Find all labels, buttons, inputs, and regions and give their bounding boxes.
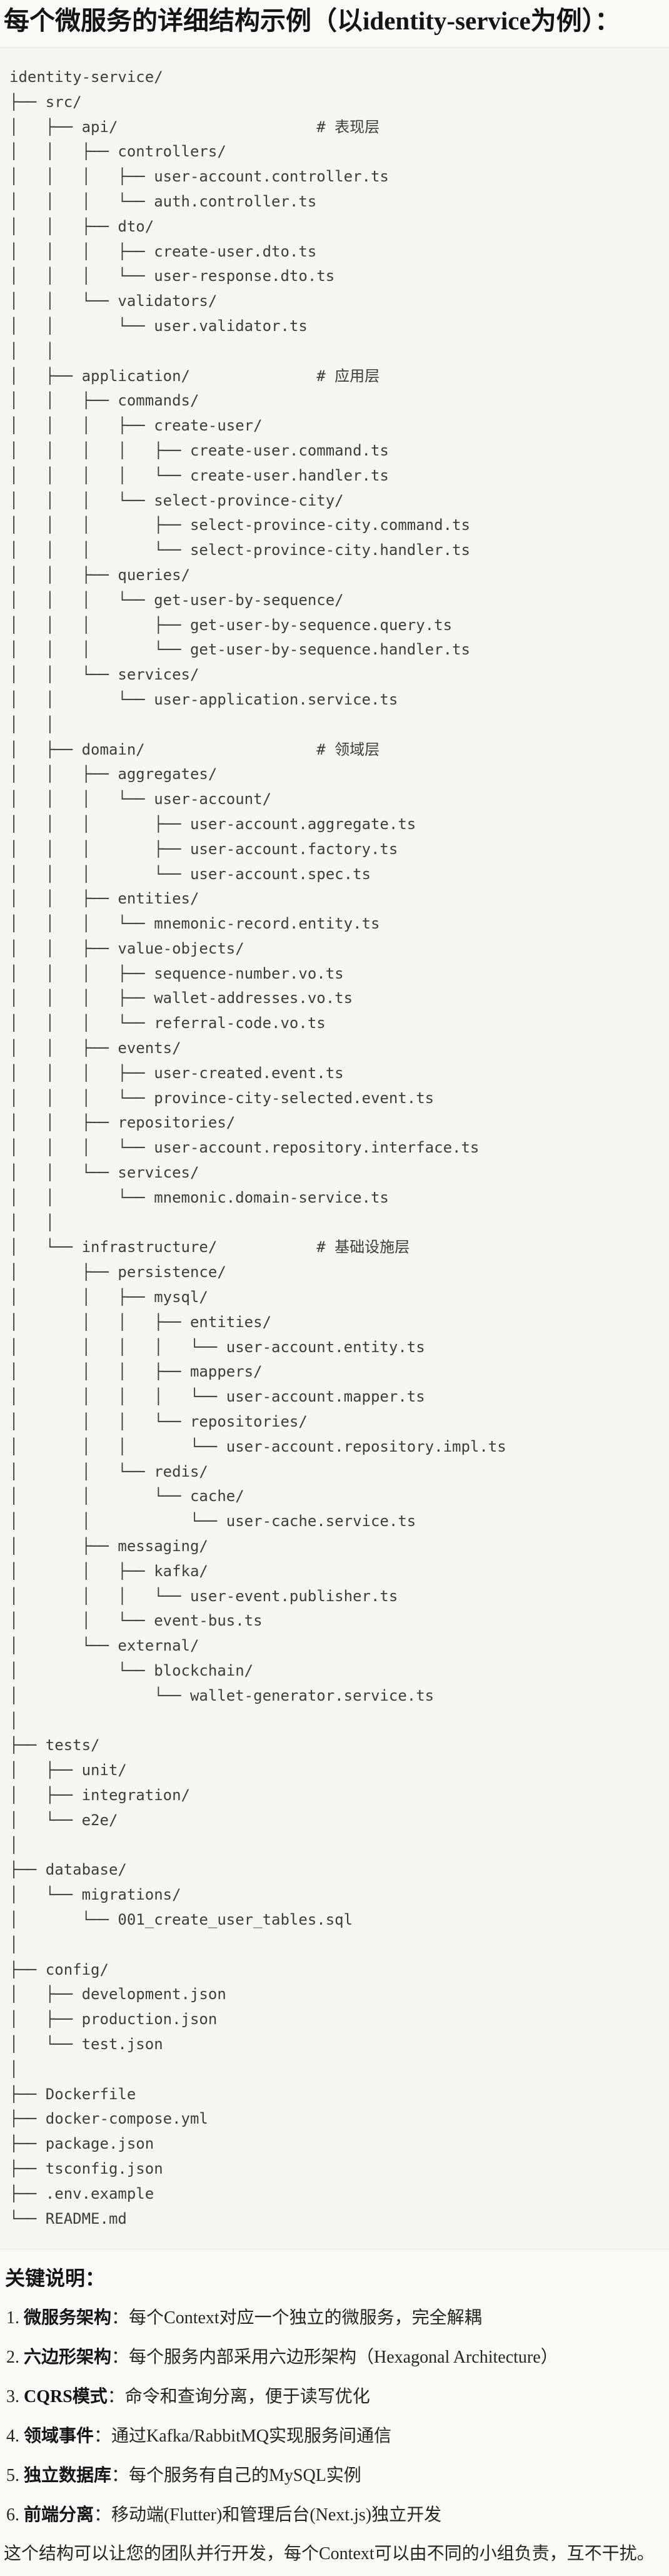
note-item-term: 前端分离 — [24, 2505, 94, 2525]
note-item-number: 2. — [6, 2348, 24, 2368]
note-item-number: 1. — [6, 2308, 24, 2328]
note-item-desc: ：每个服务内部采用六边形架构（Hexagonal Architecture） — [111, 2348, 558, 2368]
note-item-desc: ：通过Kafka/RabbitMQ实现服务间通信 — [94, 2426, 391, 2446]
note-item-5: 5. 独立数据库：每个服务有自己的MySQL实例 — [6, 2464, 664, 2488]
directory-tree: identity-service/ ├── src/ │ ├── api/ # … — [9, 68, 506, 2227]
notes-heading: 关键说明： — [5, 2267, 106, 2290]
note-item-3: 3. CQRS模式：命令和查询分离，便于读写优化 — [6, 2385, 664, 2409]
note-item-term: 独立数据库 — [24, 2466, 112, 2486]
note-item-number: 6. — [6, 2505, 24, 2525]
note-item-desc: ：命令和查询分离，便于读写优化 — [107, 2387, 370, 2407]
note-item-2: 2. 六边形架构：每个服务内部采用六边形架构（Hexagonal Archite… — [6, 2346, 664, 2370]
note-item-term: 微服务架构 — [24, 2308, 112, 2328]
note-item-number: 4. — [6, 2426, 24, 2446]
note-item-number: 3. — [6, 2387, 24, 2407]
note-item-desc: ：每个Context对应一个独立的微服务，完全解耦 — [111, 2308, 482, 2328]
page-title: 每个微服务的详细结构示例（以identity-service为例）： — [4, 6, 621, 35]
code-block: identity-service/ ├── src/ │ ├── api/ # … — [0, 47, 669, 2250]
note-item-1: 1. 微服务架构：每个Context对应一个独立的微服务，完全解耦 — [6, 2306, 664, 2330]
note-item-term: 六边形架构 — [24, 2348, 112, 2368]
note-item-desc: ：移动端(Flutter)和管理后台(Next.js)独立开发 — [94, 2505, 442, 2525]
note-item-6: 6. 前端分离：移动端(Flutter)和管理后台(Next.js)独立开发 — [6, 2503, 664, 2527]
note-item-term: 领域事件 — [24, 2426, 94, 2446]
note-item-4: 4. 领域事件：通过Kafka/RabbitMQ实现服务间通信 — [6, 2425, 664, 2448]
note-item-term: CQRS模式 — [24, 2387, 108, 2407]
note-item-desc: ：每个服务有自己的MySQL实例 — [111, 2466, 361, 2486]
note-item-number: 5. — [6, 2466, 24, 2486]
closing-paragraph: 这个结构可以让您的团队并行开发，每个Context可以由不同的小组负责，互不干扰… — [4, 2544, 655, 2564]
